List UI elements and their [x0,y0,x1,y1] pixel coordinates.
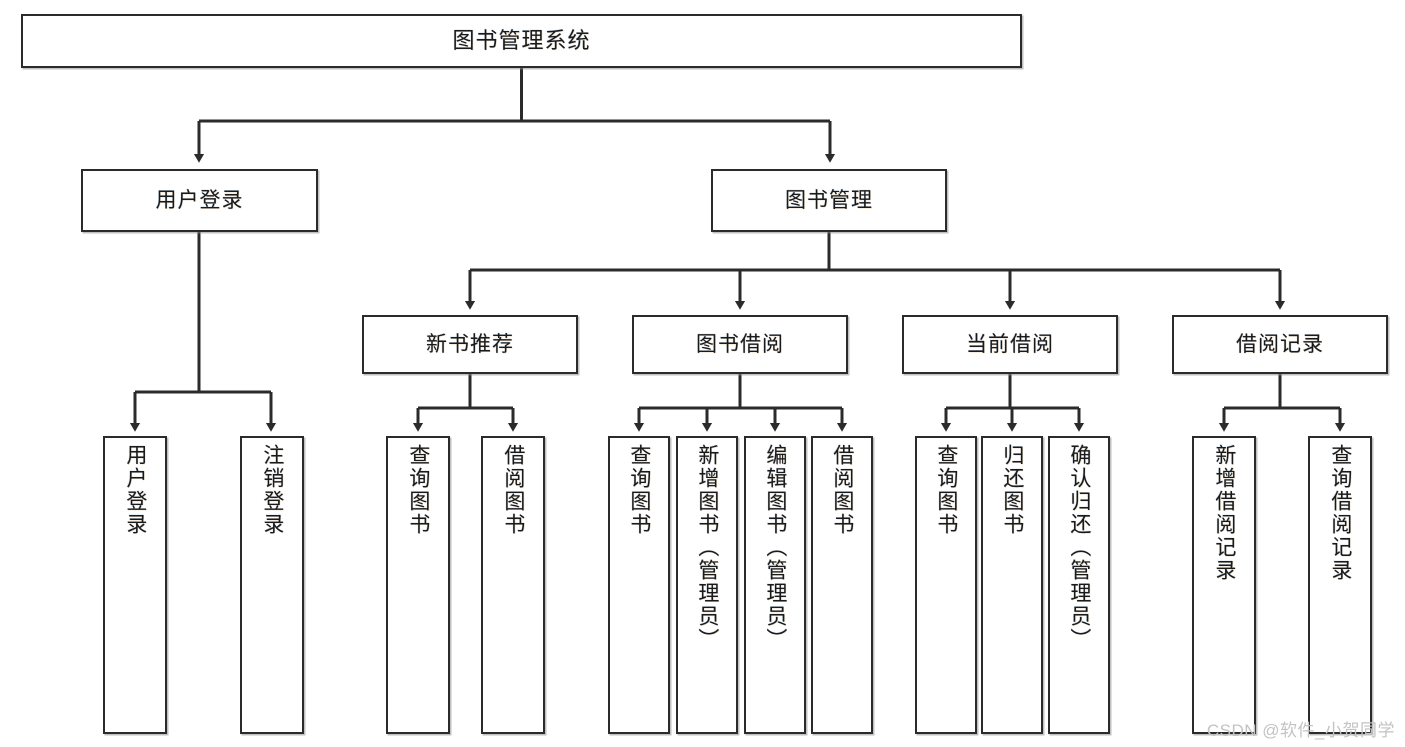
leaf-add-book-admin[interactable]: 新增图书（管理员） [676,436,738,734]
leaf-borrow-books-recommendation[interactable]: 借阅图书 [481,436,545,734]
leaf-query-books-borrowing[interactable]: 查询图书 [608,436,670,734]
leaf-label: 归还图书 [1000,444,1024,536]
node-label: 图书借阅 [696,332,784,356]
node-label: 借阅记录 [1236,332,1324,356]
node-new-book-recommendation[interactable]: 新书推荐 [362,315,578,374]
leaf-label: 编辑图书（管理员） [763,444,787,651]
leaf-confirm-return-admin[interactable]: 确认归还（管理员） [1048,436,1110,734]
leaf-borrow-books-borrowing[interactable]: 借阅图书 [811,436,873,734]
leaf-label: 借阅图书 [830,444,854,536]
leaf-query-books-recommendation[interactable]: 查询图书 [386,436,450,734]
node-label: 图书管理 [785,188,873,212]
leaf-edit-book-admin[interactable]: 编辑图书（管理员） [744,436,806,734]
leaf-logout[interactable]: 注销登录 [240,436,304,734]
node-user-login[interactable]: 用户登录 [81,169,318,232]
node-label: 新书推荐 [426,332,514,356]
node-label: 图书管理系统 [452,27,591,53]
leaf-label: 查询借阅记录 [1328,444,1352,582]
leaf-label: 查询图书 [934,444,958,536]
leaf-label: 用户登录 [123,444,147,536]
node-book-management[interactable]: 图书管理 [711,169,947,232]
leaf-label: 注销登录 [260,444,284,536]
node-current-borrowing[interactable]: 当前借阅 [902,315,1118,374]
leaf-label: 借阅图书 [501,444,525,536]
node-book-borrowing[interactable]: 图书借阅 [632,315,848,374]
leaf-query-borrowing-record[interactable]: 查询借阅记录 [1308,436,1372,734]
leaf-label: 确认归还（管理员） [1067,444,1091,651]
leaf-label: 新增借阅记录 [1212,444,1236,582]
leaf-query-books-current[interactable]: 查询图书 [915,436,977,734]
leaf-label: 新增图书（管理员） [695,444,719,651]
leaf-label: 查询图书 [406,444,430,536]
leaf-user-login[interactable]: 用户登录 [103,436,167,734]
csdn-watermark: CSDN @软件_小贺同学 [1206,721,1395,740]
node-label: 当前借阅 [966,332,1054,356]
leaf-add-borrowing-record[interactable]: 新增借阅记录 [1192,436,1256,734]
node-label: 用户登录 [155,188,244,212]
leaf-return-books[interactable]: 归还图书 [981,436,1043,734]
node-borrowing-records[interactable]: 借阅记录 [1172,315,1388,374]
leaf-label: 查询图书 [627,444,651,536]
node-root-library-management-system[interactable]: 图书管理系统 [21,14,1022,68]
